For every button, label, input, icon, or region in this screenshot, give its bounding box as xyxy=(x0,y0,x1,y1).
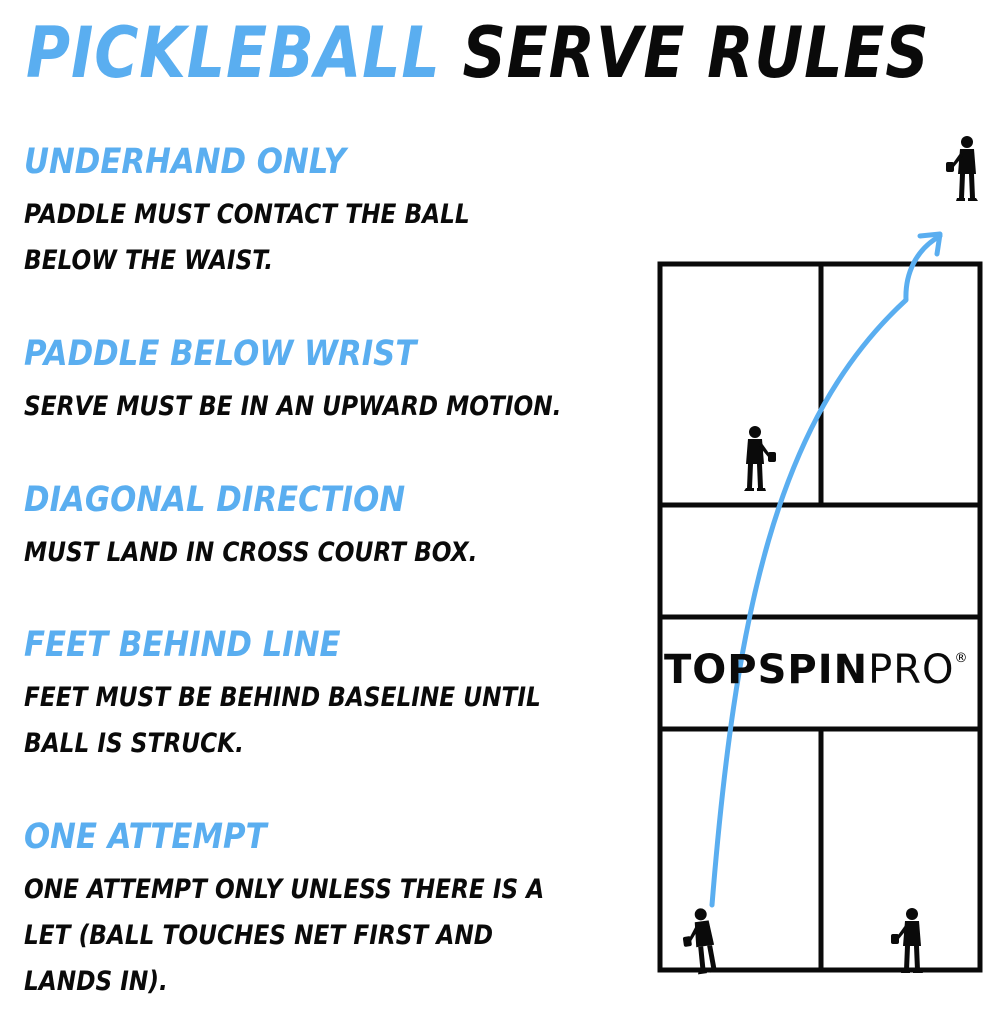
rule-text-line: LANDS IN). xyxy=(24,966,168,997)
court-lines xyxy=(657,261,983,973)
serve-arrow-icon xyxy=(709,231,943,908)
title-serve-rules: SERVE RULES xyxy=(462,12,930,94)
rule-paddle-below-wrist: PADDLE BELOW WRIST SERVE MUST BE IN AN U… xyxy=(24,337,649,430)
rule-heading: FEET BEHIND LINE xyxy=(24,625,341,665)
brand-logo-bold: TOPSPIN xyxy=(664,647,869,693)
rule-text-line: ONE ATTEMPT ONLY UNLESS THERE IS A xyxy=(24,874,545,905)
player-silhouette-icon xyxy=(744,426,776,491)
player-silhouette-icon xyxy=(891,908,923,973)
rule-text-line: FEET MUST BE BEHIND BASELINE UNTIL xyxy=(24,682,541,713)
rule-underhand-only: UNDERHAND ONLY PADDLE MUST CONTACT THE B… xyxy=(24,145,542,284)
player-silhouette-icon xyxy=(946,136,978,201)
rule-feet-behind-line: FEET BEHIND LINE FEET MUST BE BEHIND BAS… xyxy=(24,628,625,767)
rule-text-line: BELOW THE WAIST. xyxy=(24,245,274,276)
rule-text-line: LET (BALL TOUCHES NET FIRST AND xyxy=(24,920,494,951)
rule-heading: DIAGONAL DIRECTION xyxy=(24,480,406,520)
title-pickleball: PICKLEBALL xyxy=(26,12,441,94)
rule-text-line: BALL IS STRUCK. xyxy=(24,728,244,759)
rule-text-line: MUST LAND IN CROSS COURT BOX. xyxy=(24,537,478,568)
rule-text-line: PADDLE MUST CONTACT THE BALL xyxy=(24,199,470,230)
registered-mark: ® xyxy=(954,651,968,666)
rule-heading: UNDERHAND ONLY xyxy=(24,142,346,182)
player-silhouette-icon xyxy=(679,906,720,976)
rule-diagonal-direction: DIAGONAL DIRECTION MUST LAND IN CROSS CO… xyxy=(24,483,551,576)
rule-text-line: SERVE MUST BE IN AN UPWARD MOTION. xyxy=(24,391,562,422)
rule-one-attempt: ONE ATTEMPT ONE ATTEMPT ONLY UNLESS THER… xyxy=(24,820,629,1005)
brand-logo: TOPSPINPRO® xyxy=(664,650,980,690)
page-title: PICKLEBALL SERVE RULES xyxy=(26,18,929,88)
rule-heading: PADDLE BELOW WRIST xyxy=(24,334,417,374)
rule-heading: ONE ATTEMPT xyxy=(24,817,267,857)
brand-logo-light: PRO xyxy=(868,647,955,693)
